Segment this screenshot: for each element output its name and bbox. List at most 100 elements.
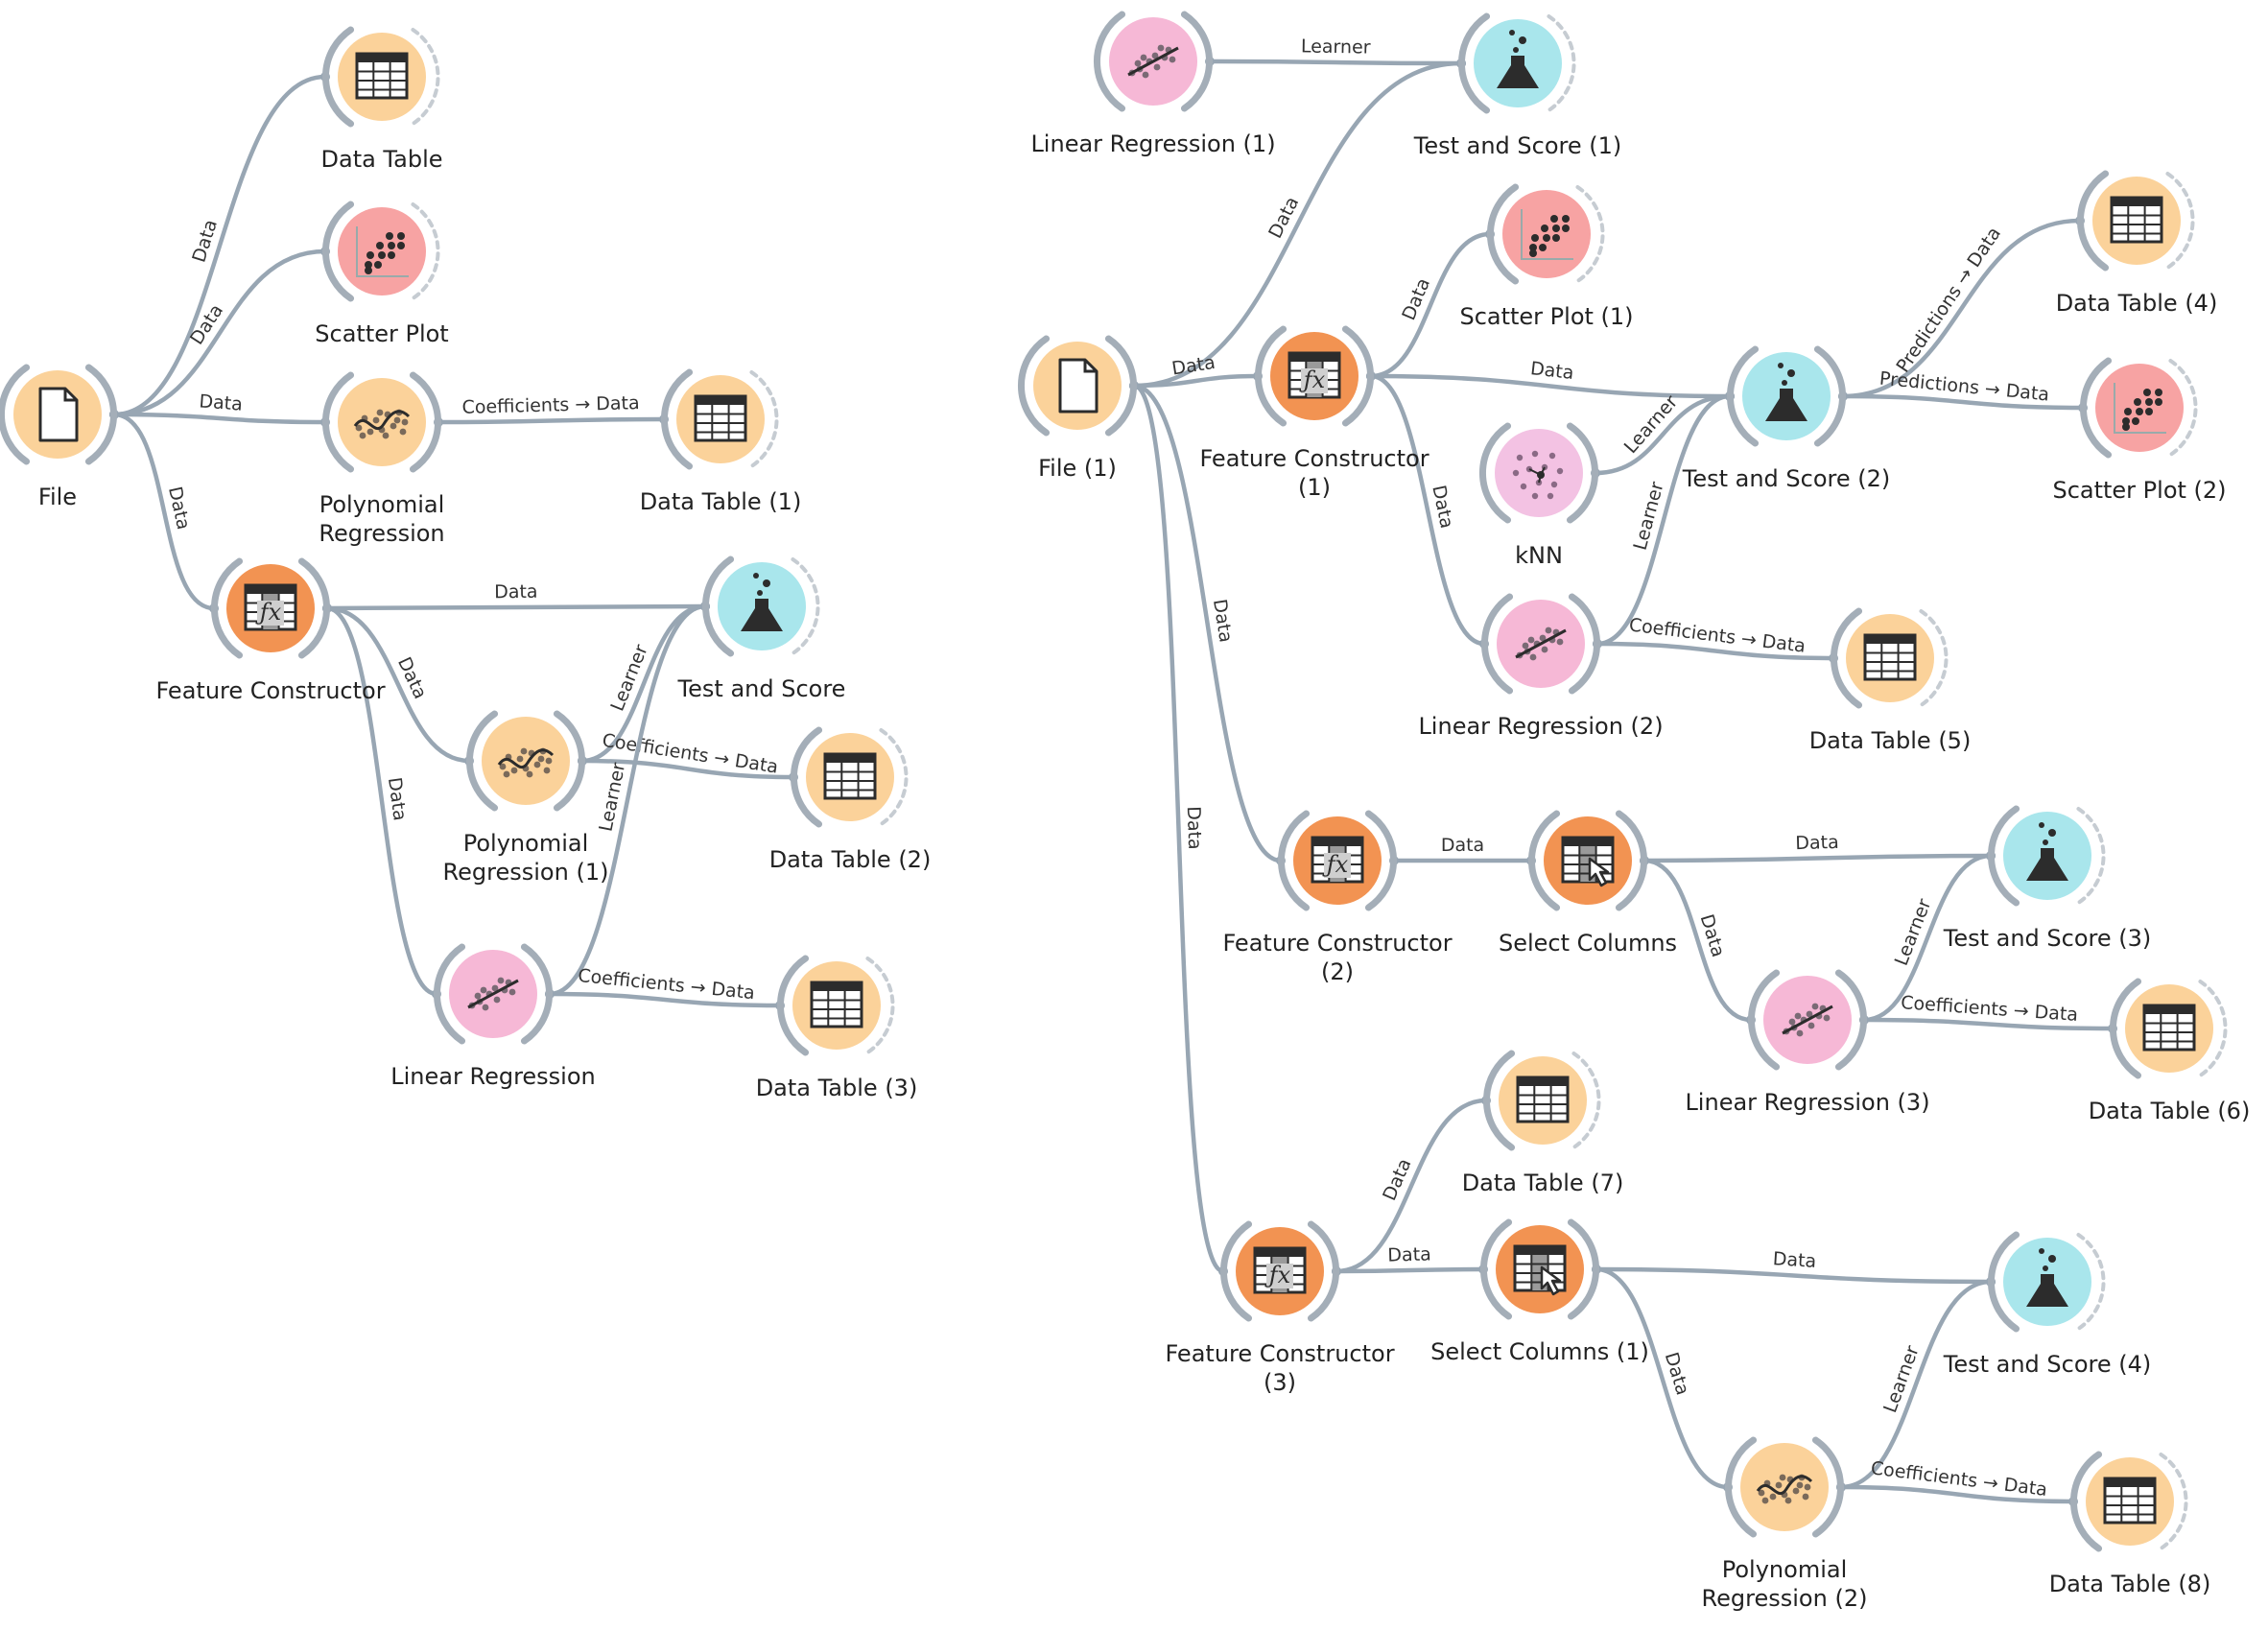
output-channel[interactable] bbox=[865, 957, 895, 1054]
link-path[interactable] bbox=[1594, 1266, 1731, 1490]
link-lr1-ts1[interactable]: Learner bbox=[1205, 35, 1466, 68]
input-channel[interactable] bbox=[2080, 357, 2113, 459]
widget-ts4[interactable]: Test and Score (4) bbox=[1943, 1231, 2152, 1378]
widget-ts3[interactable]: Test and Score (3) bbox=[1943, 805, 2152, 952]
widget-sp[interactable]: Scatter Plot bbox=[315, 201, 449, 347]
input-channel[interactable] bbox=[661, 368, 694, 470]
widget-sc1[interactable]: Select Columns (1) bbox=[1430, 1218, 1649, 1365]
input-channel[interactable] bbox=[434, 943, 466, 1045]
link-path[interactable] bbox=[579, 603, 708, 764]
widget-dt7[interactable]: Data Table (7) bbox=[1462, 1050, 1624, 1196]
widget-ts[interactable]: Test and Score bbox=[677, 555, 846, 702]
input-channel[interactable] bbox=[1725, 1436, 1758, 1538]
output-channel[interactable] bbox=[1571, 1052, 1601, 1149]
link-sc-ts3[interactable]: Data bbox=[1640, 832, 1996, 865]
link-path[interactable] bbox=[324, 603, 708, 611]
input-channel[interactable] bbox=[322, 26, 355, 128]
link-fc2-sc[interactable]: Data bbox=[1389, 835, 1536, 865]
link-path[interactable] bbox=[1334, 1098, 1489, 1274]
widget-file[interactable]: File bbox=[0, 364, 117, 510]
widget-sc[interactable]: Select Columns bbox=[1499, 810, 1677, 957]
output-channel[interactable] bbox=[1813, 345, 1846, 447]
input-channel[interactable] bbox=[2077, 170, 2110, 272]
output-channel[interactable] bbox=[1834, 969, 1867, 1071]
link-path[interactable] bbox=[1131, 383, 1226, 1274]
link-path[interactable] bbox=[111, 412, 328, 425]
output-channel[interactable] bbox=[1341, 325, 1374, 427]
input-channel[interactable] bbox=[1220, 1220, 1253, 1322]
link-path[interactable] bbox=[1131, 373, 1261, 389]
input-channel[interactable] bbox=[1988, 805, 2020, 907]
input-channel[interactable] bbox=[1727, 345, 1760, 447]
output-channel[interactable] bbox=[411, 28, 440, 126]
input-channel[interactable] bbox=[322, 371, 355, 473]
output-channel[interactable] bbox=[1568, 593, 1600, 695]
output-channel[interactable] bbox=[1811, 1436, 1844, 1538]
widget-lr2[interactable]: Linear Regression (2) bbox=[1418, 593, 1664, 740]
link-path[interactable] bbox=[1131, 383, 1284, 863]
widget-dt5[interactable]: Data Table (5) bbox=[1809, 607, 1972, 754]
output-channel[interactable] bbox=[791, 557, 820, 655]
link-path[interactable] bbox=[111, 74, 328, 417]
input-channel[interactable] bbox=[1481, 593, 1514, 695]
widget-sp2[interactable]: Scatter Plot (2) bbox=[2052, 357, 2227, 504]
output-channel[interactable] bbox=[2198, 980, 2228, 1077]
input-channel[interactable] bbox=[791, 726, 823, 828]
link-path[interactable] bbox=[1838, 1279, 1994, 1490]
widget-sp1[interactable]: Scatter Plot (1) bbox=[1459, 183, 1634, 330]
link-file-fc[interactable]: Data bbox=[109, 410, 219, 613]
output-channel[interactable] bbox=[520, 943, 553, 1045]
input-channel[interactable] bbox=[1831, 607, 1863, 709]
output-channel[interactable] bbox=[2165, 172, 2195, 270]
output-channel[interactable] bbox=[749, 370, 779, 468]
link-path[interactable] bbox=[324, 605, 472, 764]
widget-file1[interactable]: File (1) bbox=[1018, 335, 1137, 482]
link-path[interactable] bbox=[1595, 393, 1733, 647]
widget-ts1[interactable]: Test and Score (1) bbox=[1413, 12, 1622, 159]
output-channel[interactable] bbox=[84, 364, 117, 465]
input-channel[interactable] bbox=[1988, 1231, 2020, 1333]
link-path[interactable] bbox=[1593, 393, 1733, 476]
link-path[interactable] bbox=[1595, 641, 1836, 661]
link-file1-fc1[interactable]: Data bbox=[1129, 352, 1263, 390]
input-channel[interactable] bbox=[466, 710, 499, 812]
widget-body[interactable] bbox=[482, 717, 570, 805]
output-channel[interactable] bbox=[409, 371, 441, 473]
input-channel[interactable] bbox=[0, 364, 31, 465]
input-channel[interactable] bbox=[1018, 335, 1051, 437]
widget-knn[interactable]: kNN bbox=[1479, 422, 1598, 569]
widget-dt2[interactable]: Data Table (2) bbox=[769, 726, 932, 873]
output-channel[interactable] bbox=[1919, 609, 1949, 707]
input-channel[interactable] bbox=[1483, 1050, 1516, 1151]
input-channel[interactable] bbox=[1748, 969, 1781, 1071]
output-channel[interactable] bbox=[2159, 1453, 2188, 1550]
widget-body[interactable] bbox=[338, 378, 426, 466]
link-path[interactable] bbox=[547, 603, 708, 997]
widget-dt6[interactable]: Data Table (6) bbox=[2089, 978, 2251, 1124]
input-channel[interactable] bbox=[211, 557, 244, 659]
widget-body[interactable] bbox=[1740, 1443, 1829, 1531]
output-channel[interactable] bbox=[1567, 1218, 1599, 1320]
output-channel[interactable] bbox=[1566, 422, 1598, 524]
output-channel[interactable] bbox=[1547, 14, 1576, 112]
output-channel[interactable] bbox=[553, 710, 585, 812]
widget-dt4[interactable]: Data Table (4) bbox=[2056, 170, 2218, 317]
input-channel[interactable] bbox=[1255, 325, 1288, 427]
link-path[interactable] bbox=[1594, 1266, 1994, 1285]
link-fc1-lr2[interactable]: Data bbox=[1366, 371, 1489, 649]
link-fc-ts[interactable]: Data bbox=[322, 581, 710, 613]
input-channel[interactable] bbox=[322, 201, 355, 302]
output-channel[interactable] bbox=[2168, 359, 2198, 457]
widget-lr1[interactable]: Linear Regression (1) bbox=[1030, 11, 1276, 157]
link-path[interactable] bbox=[1642, 853, 1994, 863]
link-path[interactable] bbox=[1207, 59, 1464, 66]
link-path[interactable] bbox=[111, 248, 328, 417]
widget-lr[interactable]: Linear Regression bbox=[390, 943, 596, 1090]
link-pr-dt1[interactable]: Coefficients → Data bbox=[434, 392, 669, 427]
output-channel[interactable] bbox=[1364, 810, 1397, 911]
